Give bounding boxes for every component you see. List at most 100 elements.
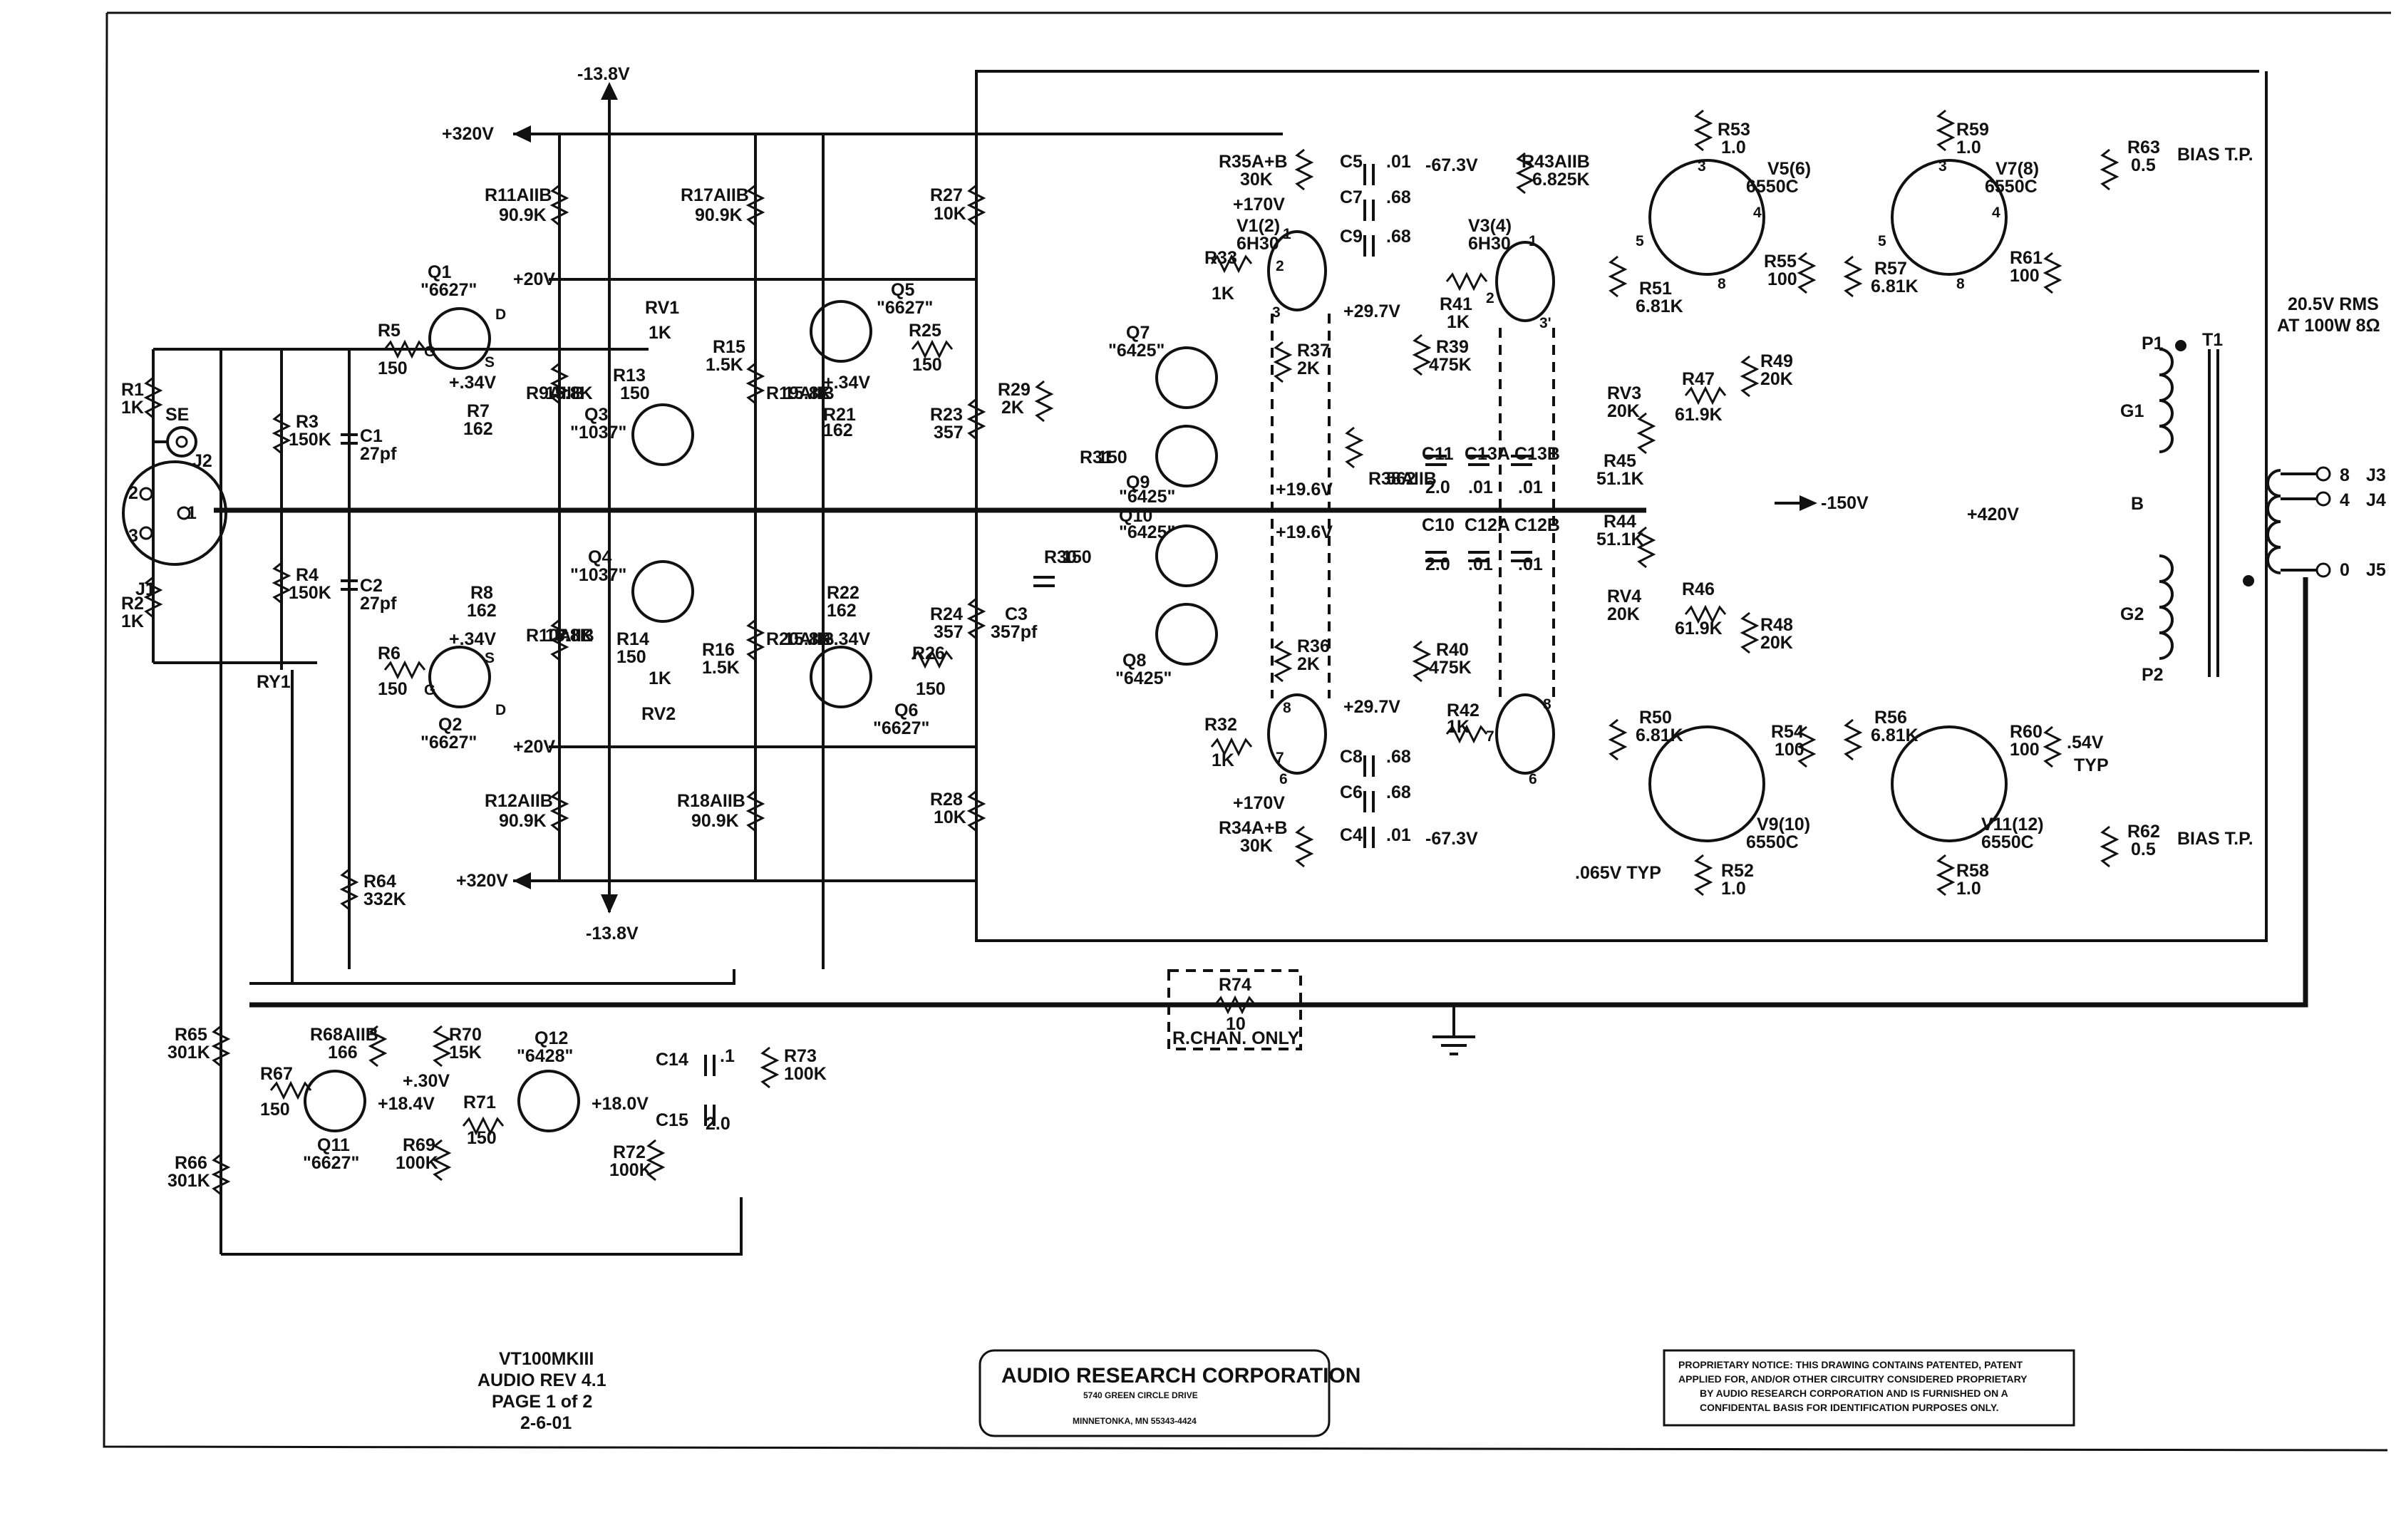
rail-420: +420V xyxy=(1967,505,2019,524)
res-r54: R54 xyxy=(1771,722,1804,742)
res-r40: R40 xyxy=(1436,640,1469,660)
res-r24: R24 xyxy=(930,604,963,624)
cap-c9-val: .68 xyxy=(1386,227,1411,247)
pot-rv1: RV1 xyxy=(645,298,679,318)
res-r12-val: 90.9K xyxy=(499,811,547,831)
res-r14-val: 150 xyxy=(616,647,646,667)
pot-rv3: RV3 xyxy=(1607,383,1641,403)
res-r42: R42 xyxy=(1447,701,1480,720)
res-r50-val: 6.81K xyxy=(1636,725,1683,745)
rail-138-bot: -13.8V xyxy=(586,924,639,944)
res-r54-val: 100 xyxy=(1775,740,1804,760)
res-r13: R13 xyxy=(613,366,646,386)
q7: Q7 xyxy=(1126,323,1150,343)
res-r20-val: 15.8K xyxy=(784,629,832,649)
res-r50: R50 xyxy=(1639,708,1672,728)
label-tap8: 8 xyxy=(2340,465,2350,485)
cap-c12a: C12A xyxy=(1465,515,1510,535)
res-r11: R11AIIB xyxy=(485,185,552,205)
res-r5-val: 150 xyxy=(378,358,408,378)
pin-5-v5: 5 xyxy=(1636,233,1644,249)
res-r22: R22 xyxy=(827,583,859,603)
label-j2: J2 xyxy=(192,451,212,471)
cap-c6: C6 xyxy=(1340,782,1363,802)
label-tap4: 4 xyxy=(2340,490,2350,510)
tube-v11-type: 6550C xyxy=(1981,832,2034,852)
cap-c2: C2 xyxy=(360,576,383,596)
q11: Q11 xyxy=(317,1135,350,1155)
cap-c8: C8 xyxy=(1340,747,1363,767)
res-r33-val: 1K xyxy=(1212,284,1234,304)
res-r53: R53 xyxy=(1718,120,1750,140)
res-r3-val: 150K xyxy=(289,430,331,450)
res-r62: R62 xyxy=(2127,822,2160,842)
cap-c1-val: 27pf xyxy=(360,444,397,464)
volt-065: .065V TYP xyxy=(1575,863,1661,883)
cap-c1: C1 xyxy=(360,426,383,446)
q4: Q4 xyxy=(588,547,611,567)
tb-address1: 5740 GREEN CIRCLE DRIVE xyxy=(1083,1390,1198,1400)
res-r37: R37 xyxy=(1297,341,1330,361)
res-r39: R39 xyxy=(1436,337,1469,357)
res-r9-val: 15.8K xyxy=(545,383,593,403)
res-r37-val: 2K xyxy=(1297,358,1320,378)
res-r74-val: 10 xyxy=(1226,1014,1246,1034)
rail-170-top: +170V xyxy=(1233,195,1285,215)
rail-320-top: +320V xyxy=(442,124,494,144)
volt-34-3: +.34V xyxy=(823,373,870,393)
title-block: VT100MKIII AUDIO REV 4.1 PAGE 1 of 2 2-6… xyxy=(477,1349,2028,1433)
q2: Q2 xyxy=(438,715,462,735)
res-r18: R18AIIB xyxy=(677,791,745,811)
rail-320-bot: +320V xyxy=(456,871,508,891)
res-r48: R48 xyxy=(1760,615,1793,635)
res-r1: R1 xyxy=(121,380,144,400)
pin-5-v7: 5 xyxy=(1878,233,1886,249)
cap-c13b: C13B xyxy=(1514,444,1560,464)
res-r68-val: 166 xyxy=(328,1043,358,1063)
q10-type: "6425" xyxy=(1119,522,1175,542)
label-j1: J1 xyxy=(135,579,155,599)
res-r10: R10AIIB xyxy=(526,626,594,646)
cap-c13a-val: .01 xyxy=(1468,477,1493,497)
pin-d-q2: D xyxy=(495,702,506,718)
res-r61-val: 100 xyxy=(2010,266,2040,286)
res-r45: R45 xyxy=(1604,451,1636,471)
res-r34-val: 30K xyxy=(1240,836,1273,856)
pin-4-v7: 4 xyxy=(1992,205,2000,221)
res-r17: R17AIIB xyxy=(681,185,749,205)
res-r14: R14 xyxy=(616,629,649,649)
pin-2-v3: 2 xyxy=(1486,290,1494,306)
label-se: SE xyxy=(165,405,189,425)
label-pin3: 3 xyxy=(128,526,138,546)
tb-date: 2-6-01 xyxy=(520,1413,572,1433)
sheet-border xyxy=(103,11,2391,1452)
res-r36: R36 xyxy=(1297,636,1330,656)
rail-138-top: -13.8V xyxy=(577,64,630,84)
res-r1-val: 1K xyxy=(121,398,144,418)
res-r7-val: 162 xyxy=(463,419,493,439)
res-r69: R69 xyxy=(403,1135,435,1155)
res-r17-val: 90.9K xyxy=(695,205,743,225)
res-r27: R27 xyxy=(930,185,963,205)
rail-196-mid: +19.6V xyxy=(1276,522,1333,542)
res-r57-val: 6.81K xyxy=(1871,277,1919,296)
pin-6-v3: 6 xyxy=(1529,771,1537,787)
res-r8: R8 xyxy=(470,583,493,603)
label-g2: G2 xyxy=(2120,604,2144,624)
res-r49: R49 xyxy=(1760,351,1793,371)
pin-7-v1: 7 xyxy=(1276,750,1284,766)
q6-type: "6627" xyxy=(873,718,929,738)
tube-v11: V11(12) xyxy=(1981,815,2044,834)
res-r20: R20AIIB xyxy=(766,629,835,649)
label-biastp1: BIAS T.P. xyxy=(2177,145,2253,165)
cap-c12b-val: .01 xyxy=(1518,554,1543,574)
res-r47-val: 61.9K xyxy=(1675,405,1723,425)
res-r68: R68AIIB xyxy=(310,1025,378,1045)
res-r19: R19AIIB xyxy=(766,383,835,403)
tb-company: AUDIO RESEARCH CORPORATION xyxy=(1001,1364,1360,1387)
res-r28-val: 10K xyxy=(934,807,966,827)
pot-rv3-val: 20K xyxy=(1607,401,1640,421)
q3: Q3 xyxy=(584,405,608,425)
pin-g-q2: G xyxy=(424,682,435,698)
